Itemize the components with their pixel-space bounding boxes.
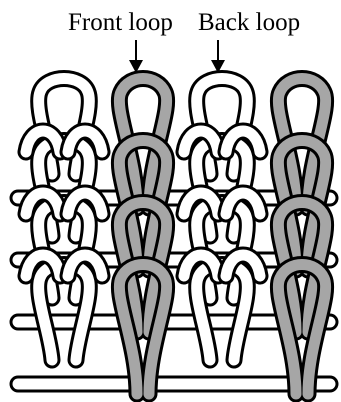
- back-loop-wale: [278, 79, 325, 395]
- back-loop-wale: [119, 79, 166, 395]
- front-loop-label: Front loop: [68, 9, 173, 36]
- back-loop-arrow: [211, 40, 225, 73]
- front-loop-arrow: [129, 40, 143, 73]
- knit-fabric: [18, 79, 330, 395]
- back-loop-label: Back loop: [198, 9, 300, 36]
